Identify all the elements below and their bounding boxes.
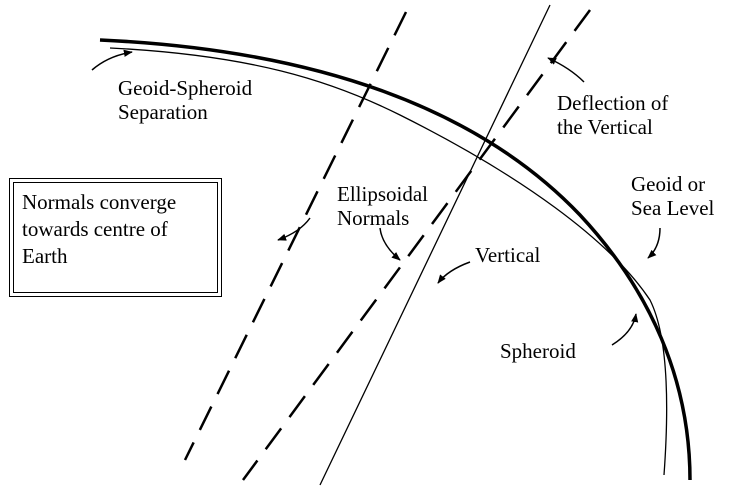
arrow-separation <box>91 49 133 71</box>
vertical-line <box>319 4 551 486</box>
ellipsoidal-normal-right <box>241 9 592 481</box>
arrow-normals-1 <box>277 217 311 241</box>
geoid-spheroid-separation-label: Geoid-Spheroid Separation <box>118 76 253 124</box>
ellipsoidal-normals-label: Ellipsoidal Normals <box>337 182 428 230</box>
ellipsoidal-normal-left <box>183 11 408 461</box>
geoid-sea-level-label: Geoid or Sea Level <box>631 172 715 220</box>
arrow-spheroid <box>611 313 639 346</box>
arrow-normals-2 <box>379 227 401 261</box>
deflection-of-vertical-label: Deflection of the Vertical <box>557 91 669 139</box>
arrow-geoid <box>647 227 661 259</box>
spheroid-label: Spheroid <box>500 339 576 363</box>
geoid-curve <box>109 47 668 476</box>
arrow-vertical <box>437 261 471 284</box>
vertical-label: Vertical <box>475 243 541 267</box>
note-text: Normals converge towards centre of Earth <box>13 182 218 293</box>
note-box: Normals converge towards centre of Earth <box>9 178 222 297</box>
spheroid-curve <box>99 38 692 481</box>
arrow-deflection <box>547 57 585 83</box>
